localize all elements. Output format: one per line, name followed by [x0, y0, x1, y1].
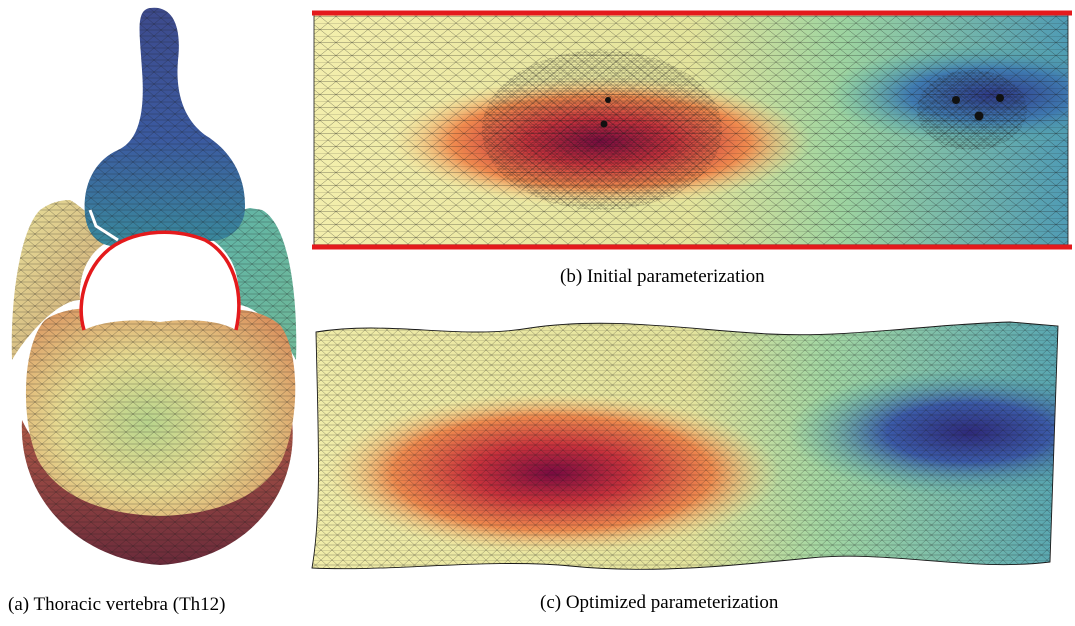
optimized-parameterization-mesh: [311, 321, 1059, 570]
caption-a: (a) Thoracic vertebra (Th12): [8, 594, 226, 615]
singular-point: [952, 96, 960, 104]
vertebra-illustration: [11, 7, 297, 565]
vertebral-foramen: [81, 232, 239, 330]
caption-c: (c) Optimized parameterization: [540, 592, 779, 613]
panel-c-optimized: [310, 310, 1068, 582]
panel-b-initial: [312, 10, 1072, 250]
singular-point: [605, 97, 611, 103]
optimized-boundary: [311, 321, 1059, 570]
seam-white-cut: [88, 209, 119, 242]
singular-point: [600, 120, 608, 128]
initial-parameterization-mesh: [312, 10, 1072, 250]
seam-red-curve: [79, 230, 241, 331]
panel-a-vertebra: [0, 0, 305, 580]
singular-point: [996, 94, 1004, 102]
caption-b: (b) Initial parameterization: [560, 266, 765, 287]
singular-point: [974, 111, 984, 121]
